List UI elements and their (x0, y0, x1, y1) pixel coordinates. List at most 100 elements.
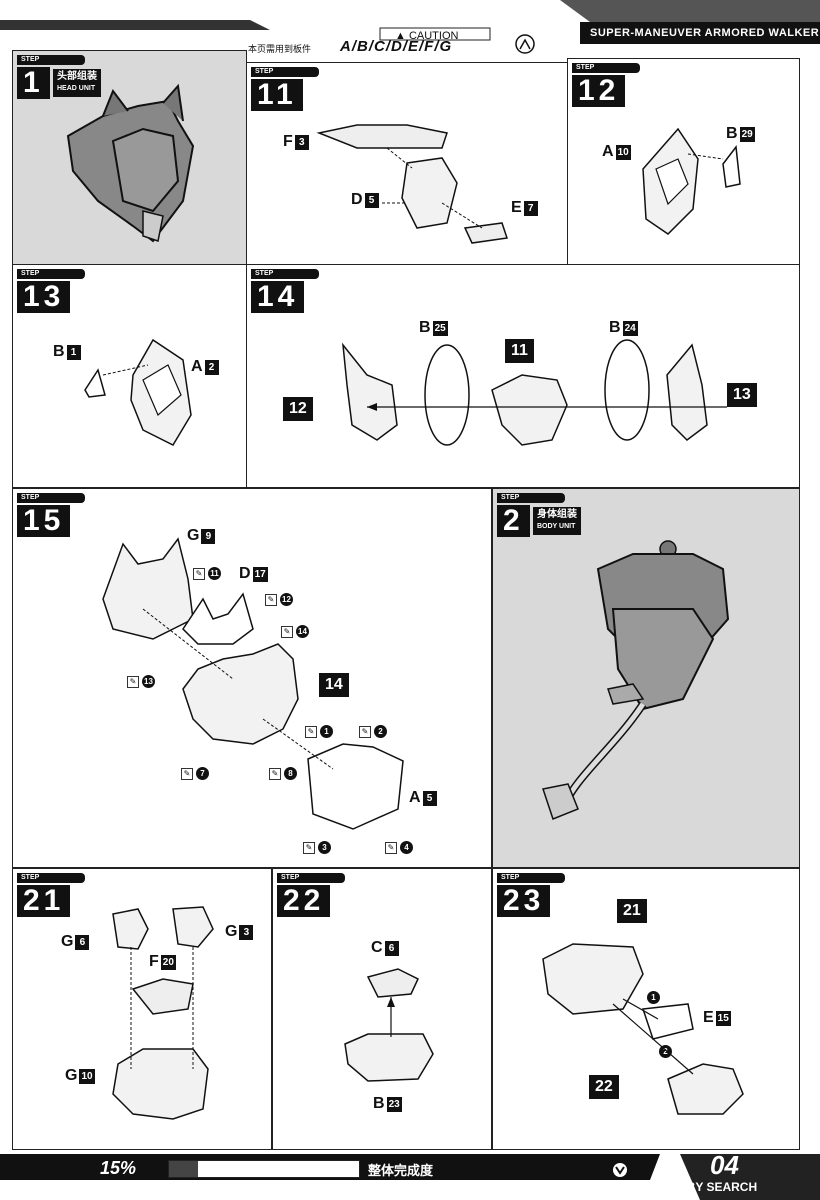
nipper-icon: ✎ (359, 725, 371, 738)
step-22-illustration (344, 968, 434, 1082)
caution-subtitle: 本页需用到板件 (248, 44, 312, 54)
plates-list: A/B/C/D/E/F/G (340, 38, 453, 55)
subassembly-ref: 22 (589, 1075, 619, 1099)
nipper-icon: ✎ (265, 593, 277, 606)
brand-logo-icon (612, 1162, 628, 1178)
step-number: 15 (17, 505, 71, 537)
step-23-illustration (542, 943, 744, 1115)
head-unit-illustration (66, 83, 195, 243)
sprue-callout: ✎1 (305, 725, 333, 738)
sprue-callout: ✎4 (385, 841, 413, 854)
step-tag: STEP (572, 63, 640, 73)
caution-title: ▲ CAUTION (395, 30, 459, 42)
subassembly-ref: 11 (505, 339, 534, 363)
step-tag: STEP (17, 873, 85, 883)
nipper-icon: ✎ (181, 767, 193, 780)
step-number: 22 (277, 885, 331, 917)
step-number: 12 (572, 75, 626, 107)
nipper-icon: ✎ (303, 841, 315, 854)
step-11-illustration (316, 124, 508, 244)
completion-progress-bar (168, 1160, 360, 1178)
nipper-icon: ✎ (193, 567, 205, 580)
step-tag: STEP (17, 269, 85, 279)
step-tag: STEP (17, 493, 85, 503)
sprue-callout: ✎8 (269, 767, 297, 780)
step-tag: STEP (251, 269, 319, 279)
completion-percent: 15% (100, 1158, 137, 1178)
step-number: 14 (251, 281, 305, 313)
assembly-order-callout: 2 (659, 1045, 672, 1058)
nipper-icon: ✎ (269, 767, 281, 780)
sprue-callout: ✎3 (303, 841, 331, 854)
sprue-callout: ✎12 (265, 593, 293, 606)
step-number: 21 (17, 885, 71, 917)
step-tag: STEP (497, 873, 565, 883)
sprue-callout: ✎7 (181, 767, 209, 780)
subassembly-ref: 14 (319, 673, 349, 697)
step-number: 2 (497, 505, 530, 537)
nipper-icon (515, 34, 535, 54)
warning-icon: ▲ (395, 30, 409, 42)
step-number: 1 (17, 67, 50, 99)
step-13-illustration (84, 338, 192, 446)
completion-label: 整体完成度 (368, 1163, 434, 1178)
step-14-illustration (342, 339, 727, 446)
subassembly-ref: 13 (727, 383, 757, 407)
step-number: 11 (251, 79, 303, 111)
page-number: 04 (710, 1150, 739, 1180)
step-tag: STEP (497, 493, 565, 503)
subassembly-ref: 12 (283, 397, 313, 421)
step-tag: STEP (17, 55, 85, 65)
nipper-icon: ✎ (127, 675, 139, 688)
sprue-callout: ✎13 (127, 675, 155, 688)
header-bar (0, 0, 820, 50)
step-number: 13 (17, 281, 71, 313)
product-title: SUPER-MANEUVER ARMORED WALKER (580, 22, 820, 44)
sprue-callout: ✎2 (359, 725, 387, 738)
step-15-illustration (102, 537, 404, 830)
step-tag: STEP (251, 67, 319, 77)
body-unit-illustration (542, 540, 730, 820)
subassembly-ref: 21 (617, 899, 647, 923)
step-number: 23 (497, 885, 551, 917)
progress-fill (169, 1161, 198, 1177)
assembly-order-callout: 1 (647, 991, 660, 1004)
watermark: HOBBY SEARCH (660, 1180, 758, 1194)
sprue-callout: ✎11 (193, 567, 221, 580)
nipper-icon: ✎ (385, 841, 397, 854)
header-decoration (0, 0, 820, 41)
step-21-illustration (112, 906, 214, 1120)
step-tag: STEP (277, 873, 345, 883)
nipper-icon: ✎ (305, 725, 317, 738)
